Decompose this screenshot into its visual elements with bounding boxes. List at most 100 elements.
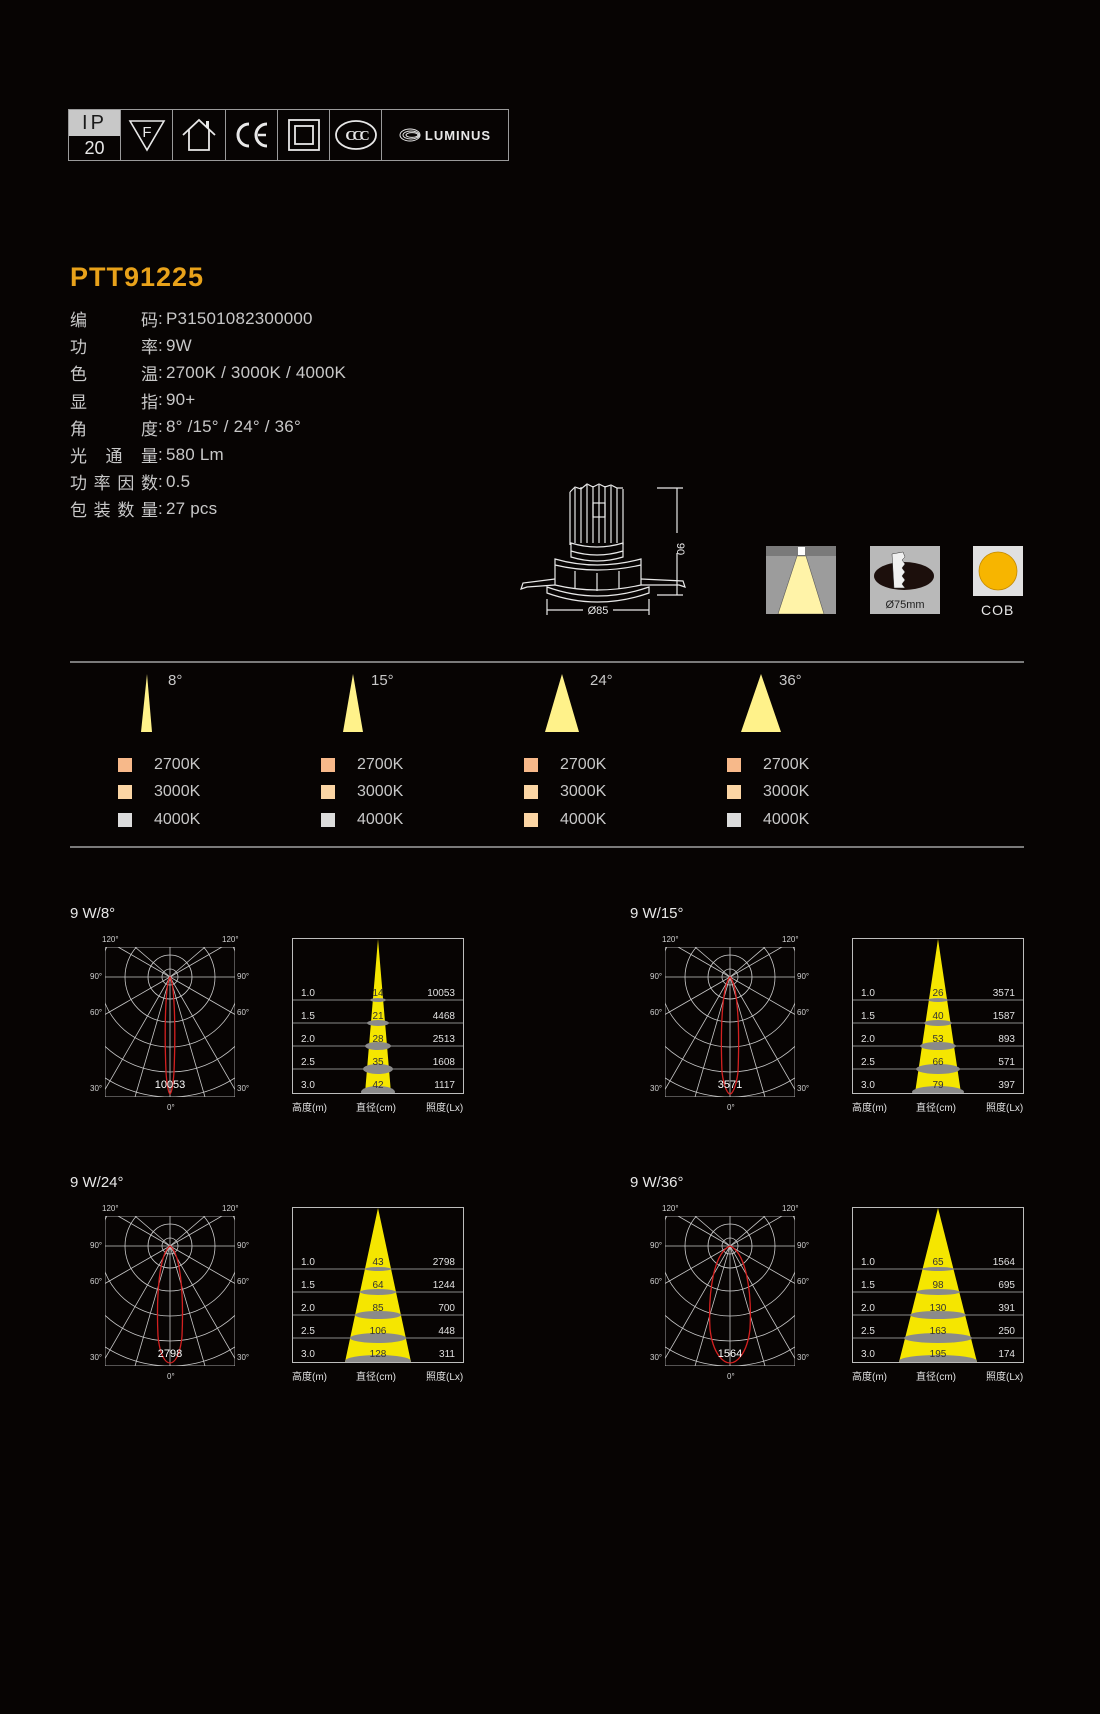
certification-bar: IP 20 F CCC — [68, 109, 509, 161]
cob-label: COB — [981, 602, 1015, 618]
svg-text:120°: 120° — [102, 1204, 119, 1213]
f-mark-icon: F — [121, 110, 173, 160]
svg-text:3.0: 3.0 — [861, 1080, 875, 1091]
light-distribution-curve — [708, 1245, 752, 1364]
height-column-label: 高度(m) — [852, 1372, 887, 1383]
svg-text:CCC: CCC — [345, 129, 369, 144]
svg-text:120°: 120° — [222, 935, 239, 944]
svg-text:120°: 120° — [782, 1204, 799, 1213]
ce-mark-icon — [226, 110, 278, 160]
svg-text:65: 65 — [932, 1257, 944, 1268]
spec-row-beam-angle: 角度 : 8° /15° / 24° / 36° — [70, 414, 346, 441]
cct-option-4000: 4000K — [118, 811, 200, 829]
wide-beam-icon — [545, 674, 579, 732]
cct-option-4000: 4000K — [524, 811, 606, 829]
cct-option-4000: 4000K — [727, 811, 809, 829]
svg-text:163: 163 — [930, 1326, 947, 1337]
spec-row-lumen: 光通量 : 580 Lm — [70, 441, 346, 468]
svg-text:1.5: 1.5 — [861, 1280, 875, 1291]
cob-led-icon — [973, 546, 1023, 601]
spec-row-package-qty: 包装数量 : 27 pcs — [70, 495, 346, 522]
beam-option-36: 36° 2700K 3000K 4000K — [727, 670, 927, 840]
svg-text:700: 700 — [438, 1303, 455, 1314]
beam-angle-label: 36° — [779, 672, 802, 689]
spec-value-cct: 2700K / 3000K / 4000K — [166, 362, 347, 382]
svg-text:120°: 120° — [222, 1204, 239, 1213]
beam-option-8: 8° 2700K 3000K 4000K — [118, 670, 318, 840]
spec-list: 编码 : P31501082300000 功率 : 9W 色温 : 2700K … — [70, 305, 346, 523]
beam-option-24: 24° 2700K 3000K 4000K — [524, 670, 724, 840]
svg-text:2.5: 2.5 — [861, 1057, 875, 1068]
ip-rating-badge: IP 20 — [69, 110, 121, 160]
cct-option-2700: 2700K — [118, 756, 200, 774]
indoor-use-icon — [173, 110, 226, 160]
svg-text:79: 79 — [932, 1080, 944, 1091]
light-distribution-curve — [156, 1245, 184, 1364]
spec-value-beam-angle: 8° /15° / 24° / 36° — [166, 417, 301, 437]
svg-text:30°: 30° — [90, 1084, 102, 1093]
lux-column-label: 照度(Lx) — [986, 1372, 1024, 1383]
svg-text:2.0: 2.0 — [861, 1303, 875, 1314]
svg-text:2.0: 2.0 — [301, 1034, 315, 1045]
chart-title: 9 W/36° — [630, 1174, 684, 1191]
svg-text:90°: 90° — [650, 972, 662, 981]
height-column-label: 高度(m) — [292, 1103, 327, 1114]
spec-row-power-factor: 功率因数 : 0.5 — [70, 468, 346, 495]
svg-text:F: F — [142, 124, 151, 141]
lux-column-label: 照度(Lx) — [426, 1103, 464, 1114]
svg-text:90°: 90° — [237, 1241, 249, 1250]
svg-text:90°: 90° — [90, 1241, 102, 1250]
color-swatch — [321, 785, 335, 799]
spec-row-cri: 显指 : 90+ — [70, 387, 346, 414]
svg-text:60°: 60° — [650, 1008, 662, 1017]
brand-name: LUMINUS — [424, 127, 492, 143]
spec-label: 显指 — [70, 392, 158, 412]
svg-text:85: 85 — [372, 1303, 384, 1314]
svg-text:30°: 30° — [90, 1353, 102, 1362]
spec-label: 功率 — [70, 338, 158, 358]
svg-text:195: 195 — [930, 1349, 947, 1360]
ip-value: 20 — [84, 138, 105, 158]
svg-text:120°: 120° — [782, 935, 799, 944]
svg-text:311: 311 — [439, 1349, 455, 1360]
svg-text:106: 106 — [370, 1326, 387, 1337]
svg-text:397: 397 — [998, 1080, 1015, 1091]
svg-text:3.0: 3.0 — [301, 1349, 315, 1360]
svg-text:1.5: 1.5 — [861, 1011, 875, 1022]
spec-label: 功率因数 — [70, 474, 158, 494]
height-column-label: 高度(m) — [292, 1372, 327, 1383]
lux-column-label: 照度(Lx) — [986, 1103, 1024, 1114]
diameter-column-label: 直径(cm) — [916, 1372, 956, 1383]
svg-text:90°: 90° — [90, 972, 102, 981]
svg-text:3.0: 3.0 — [861, 1349, 875, 1360]
svg-text:128: 128 — [370, 1349, 387, 1360]
svg-text:0°: 0° — [167, 1372, 175, 1381]
spec-value-code: P31501082300000 — [166, 308, 313, 328]
light-distribution-curve — [164, 975, 176, 1095]
svg-text:1564: 1564 — [718, 1348, 742, 1360]
svg-text:120°: 120° — [102, 935, 119, 944]
color-swatch — [727, 758, 741, 772]
flood-beam-icon — [741, 674, 781, 732]
color-swatch — [727, 785, 741, 799]
color-swatch — [321, 758, 335, 772]
svg-text:43: 43 — [372, 1257, 384, 1268]
chart-title: 9 W/15° — [630, 905, 684, 922]
svg-text:14: 14 — [372, 988, 384, 999]
cct-option-3000: 3000K — [524, 783, 606, 801]
beam-spread-icon — [766, 546, 836, 619]
svg-text:30°: 30° — [237, 1353, 249, 1362]
svg-text:1564: 1564 — [993, 1257, 1016, 1268]
cutout-size-icon: Ø75mm — [870, 546, 940, 619]
spec-row-cct: 色温 : 2700K / 3000K / 4000K — [70, 359, 346, 386]
spec-label: 编码 — [70, 311, 158, 331]
chart-title: 9 W/24° — [70, 1174, 124, 1191]
beam-angle-label: 24° — [590, 672, 613, 689]
svg-text:26: 26 — [932, 988, 944, 999]
svg-text:4468: 4468 — [433, 1011, 456, 1022]
diameter-column-label: 直径(cm) — [356, 1372, 396, 1383]
class-ii-double-insulation-icon — [278, 110, 330, 160]
